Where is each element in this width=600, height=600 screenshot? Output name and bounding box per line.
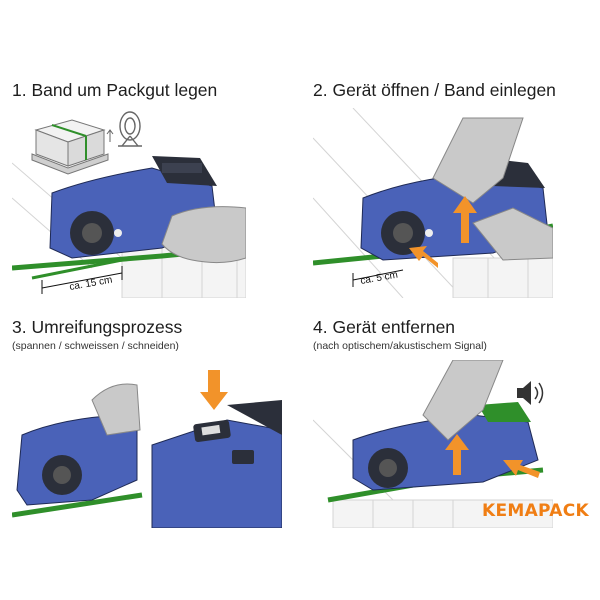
speaker-icon xyxy=(517,381,544,405)
orange-arrow-icon xyxy=(200,370,228,410)
kemapack-logo: KEMAPACK xyxy=(482,501,589,521)
step2-measure: ca. 5 cm xyxy=(360,270,399,287)
step4-subtitle: (nach optischem/akustischem Signal) xyxy=(313,340,487,352)
orange-arrow-icon xyxy=(445,434,469,475)
orange-arrow-icon xyxy=(453,196,477,243)
strapping-tool-removed xyxy=(352,402,539,491)
step3-illustration xyxy=(12,360,282,528)
strap-coil-icon xyxy=(118,111,142,147)
orange-arrow-icon xyxy=(409,246,438,268)
button-closeup-inset xyxy=(151,370,282,528)
orange-arrow-icon xyxy=(503,460,540,478)
step1-title: 1. Band um Packgut legen xyxy=(12,80,218,100)
pallet-icon xyxy=(31,119,109,175)
step2-illustration: ca. 5 cm xyxy=(313,108,553,298)
step1-measure: ca. 15 cm xyxy=(69,275,114,293)
strapping-tool-closed xyxy=(16,414,138,506)
step3-subtitle: (spannen / schweissen / schneiden) xyxy=(12,340,179,352)
step3-title: 3. Umreifungsprozess xyxy=(12,317,183,337)
step2-title: 2. Gerät öffnen / Band einlegen xyxy=(313,80,556,100)
step4-title: 4. Gerät entfernen xyxy=(313,317,456,337)
step4-illustration xyxy=(313,360,553,528)
step1-illustration: ca. 15 cm xyxy=(12,108,246,298)
